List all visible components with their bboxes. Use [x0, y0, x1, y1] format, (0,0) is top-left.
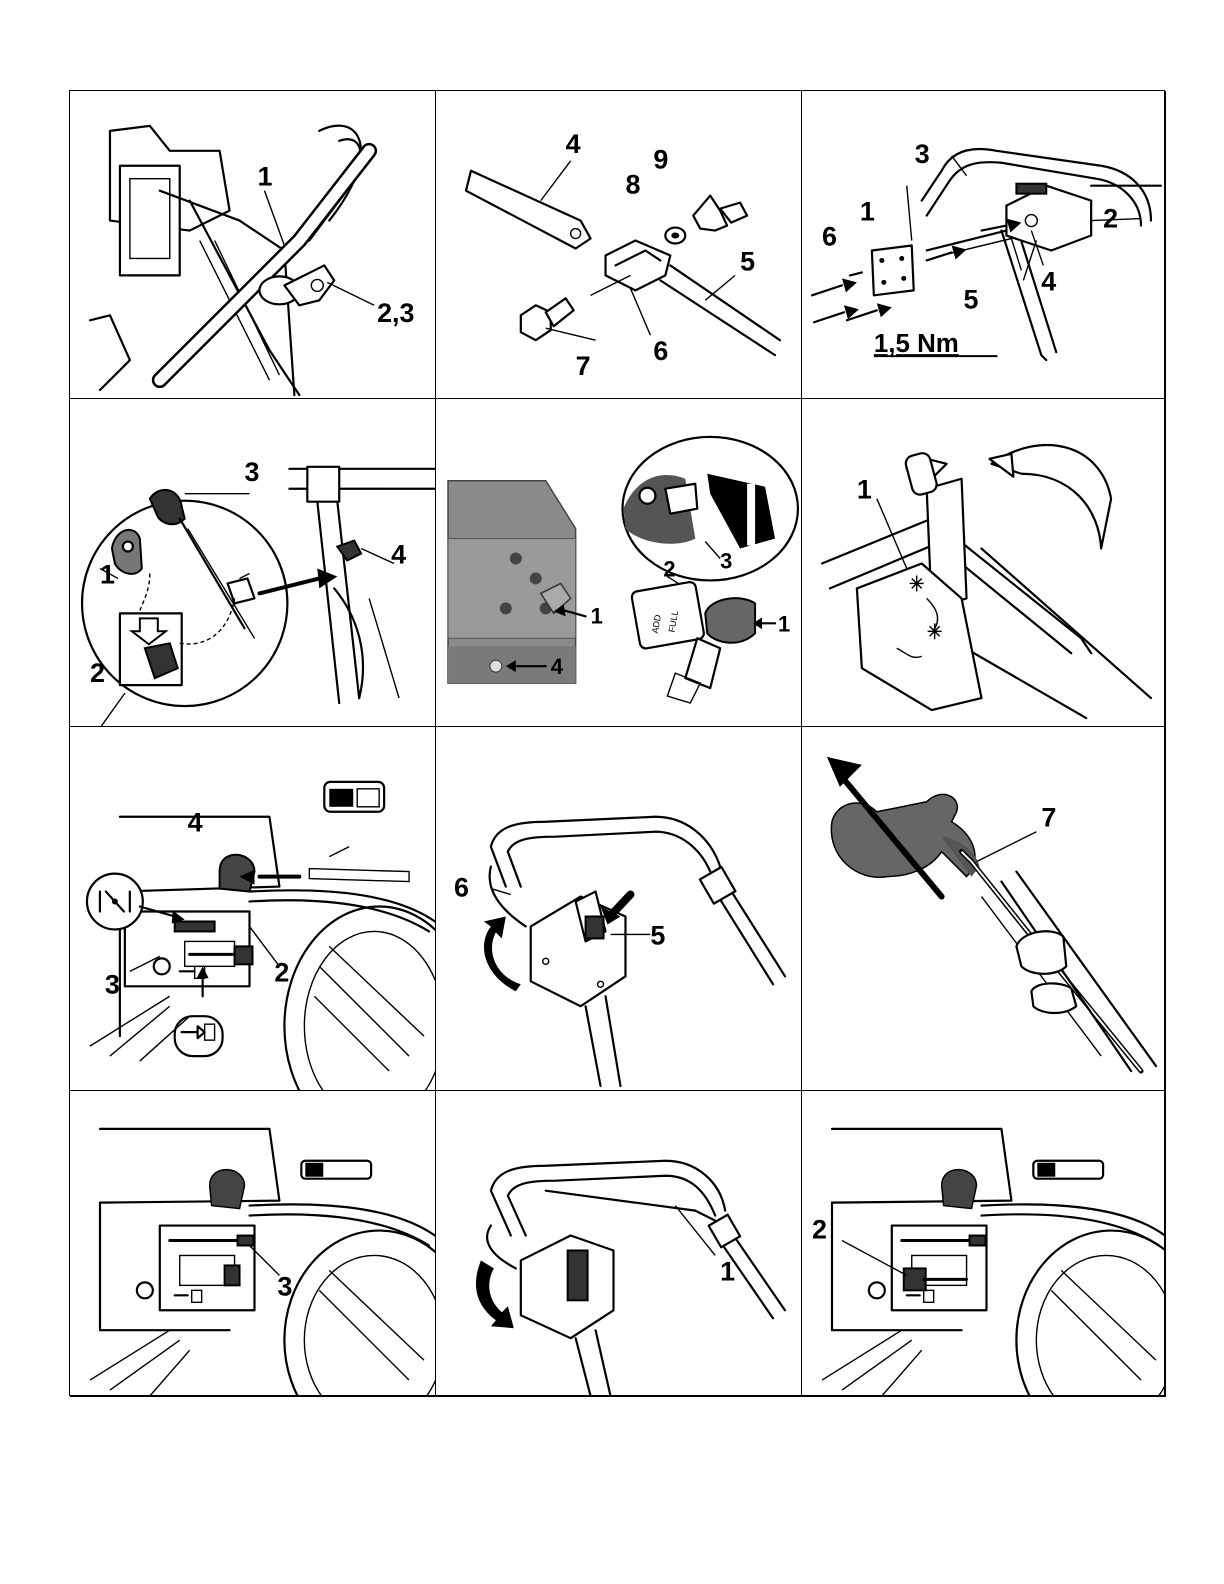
label-7: 7	[1041, 803, 1056, 833]
fuel-tap-icon	[175, 1016, 223, 1056]
engine-block-icon: ADD FULL 3 1 2 1 4	[436, 399, 801, 726]
handlebar-icon: 1 3 4 2	[70, 399, 435, 726]
label-2: 2	[90, 658, 105, 688]
label-1: 1	[860, 197, 875, 227]
label-8: 8	[625, 170, 640, 200]
engine-icon: 3	[70, 1091, 435, 1396]
label-3: 3	[915, 139, 930, 169]
label-5: 5	[740, 246, 755, 276]
label-4: 4	[1041, 266, 1056, 296]
label-5: 5	[964, 284, 979, 314]
drain-plug-icon	[490, 660, 502, 672]
illustration-grid: 1 2,3	[69, 90, 1165, 1396]
label-4: 4	[566, 129, 581, 159]
label-9: 9	[653, 145, 668, 175]
label-3: 3	[720, 548, 732, 573]
panel-control-box: 3 1 2 6 4 5 1,5 Nm	[802, 91, 1166, 399]
washer-icon	[665, 228, 685, 244]
label-4: 4	[391, 539, 406, 569]
handle-bar-icon: 4 9 8 5 7 6	[436, 91, 801, 398]
throttle-lever-icon	[220, 855, 300, 892]
safety-switch-icon	[521, 1236, 614, 1339]
label-6: 6	[822, 221, 837, 251]
rotation-arrow-icon	[989, 445, 1111, 549]
label-4: 4	[188, 808, 203, 838]
throttle-lever-icon	[210, 1170, 245, 1209]
panel-handle-release: 1	[436, 1091, 802, 1397]
panel-throttle-choke: 4 3 2	[70, 727, 436, 1091]
bolt-icon	[521, 298, 574, 340]
label-3: 3	[277, 1271, 292, 1301]
label-7: 7	[576, 351, 591, 381]
torque-spec: 1,5 Nm	[874, 330, 959, 358]
panel-starter-pull: 7	[802, 727, 1166, 1091]
engine-icon: 2	[802, 1091, 1165, 1396]
label-1: 1	[857, 475, 872, 505]
starter-handle-icon: 7	[802, 727, 1165, 1090]
panel-height-lever: 1	[802, 399, 1166, 727]
panel-oil-check: ADD FULL 3 1 2 1 4	[436, 399, 802, 727]
panel-cable-clip: 1 3 4 2	[70, 399, 436, 727]
label-2: 2	[663, 556, 675, 581]
bracket-plate-icon	[872, 245, 914, 295]
choke-symbol-icon	[87, 874, 143, 930]
safety-switch-icon	[531, 892, 626, 1007]
label-1: 1	[257, 162, 272, 192]
control-box-icon	[1006, 184, 1091, 251]
panel-handle-bolt: 4 9 8 5 7 6	[436, 91, 802, 399]
label-2-3: 2,3	[377, 298, 414, 328]
height-lever-icon: 1	[802, 399, 1165, 726]
label-6: 6	[653, 336, 668, 366]
label-3: 3	[105, 969, 120, 999]
screw-icon	[850, 272, 862, 275]
label-3: 3	[245, 457, 260, 487]
label-5: 5	[650, 920, 665, 950]
handlebar-icon: 1	[436, 1091, 801, 1396]
label-2: 2	[274, 957, 289, 987]
panel-safety-switch: 6 5	[436, 727, 802, 1091]
label-1: 1	[720, 1256, 735, 1286]
label-1: 1	[591, 603, 603, 628]
engine-icon: 4 3 2	[70, 727, 435, 1090]
mower-engine-icon: 1 2,3	[70, 91, 435, 398]
rotation-arrow-icon	[484, 916, 521, 991]
label-1b: 1	[778, 611, 790, 636]
wing-nut-icon	[693, 196, 747, 231]
handlebar-icon: 6 5	[436, 727, 801, 1090]
label-2: 2	[812, 1215, 827, 1245]
panel-fuel-lever: 2	[802, 1091, 1166, 1397]
label-1: 1	[100, 559, 115, 589]
panel-handle-clamp: 1 2,3	[70, 91, 436, 399]
release-arrow-icon	[476, 1260, 514, 1328]
label-4: 4	[551, 654, 564, 679]
cable-clip-icon	[112, 530, 142, 574]
label-6: 6	[454, 873, 469, 903]
panel-throttle-run: 3	[70, 1091, 436, 1397]
handlebar-icon: 3 1 2 6 4 5 1,5 Nm	[802, 91, 1165, 398]
label-2: 2	[1103, 204, 1118, 234]
